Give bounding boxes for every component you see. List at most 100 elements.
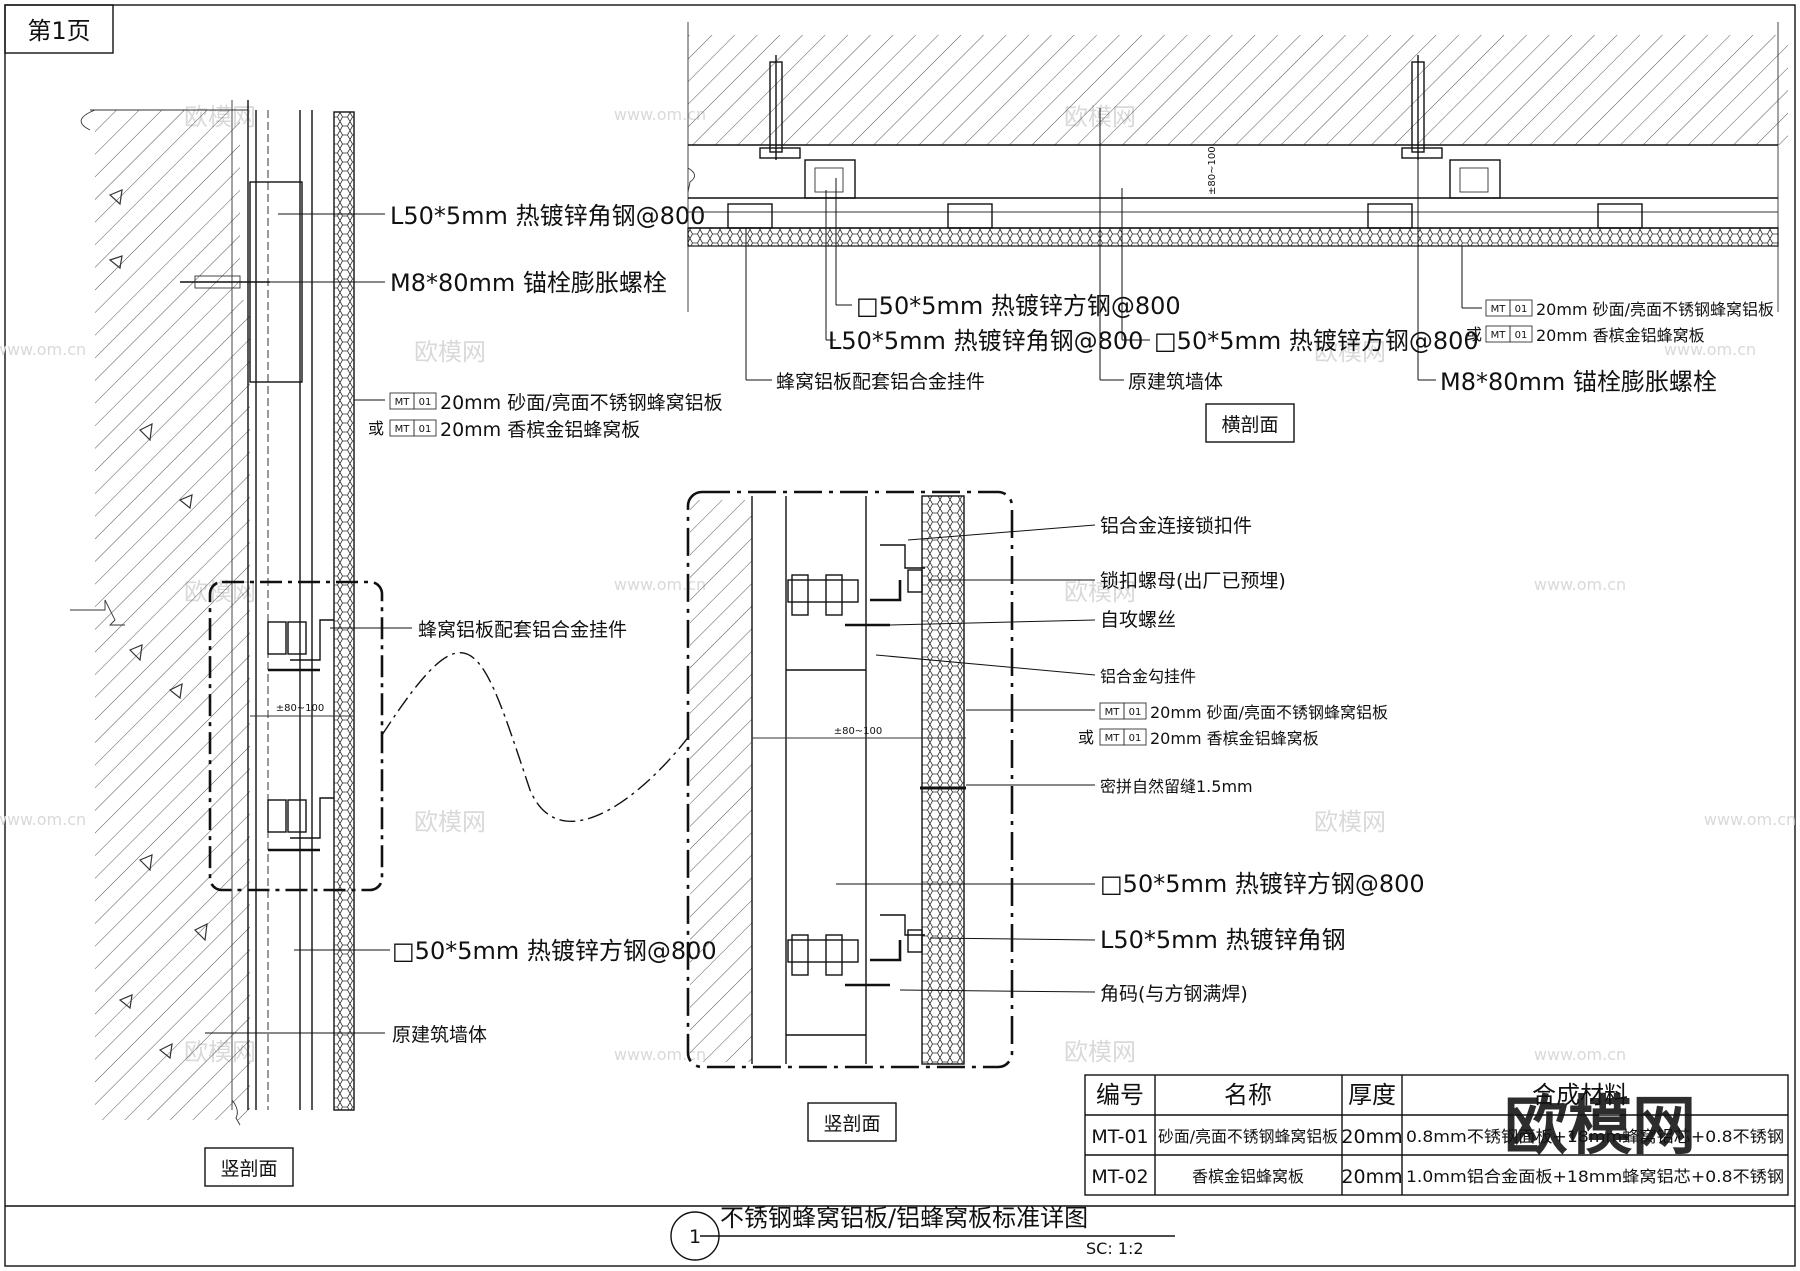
watermark-url: www.om.cn (1664, 340, 1756, 359)
label-or: 或 (1466, 325, 1482, 344)
page-frame (4, 4, 1796, 1267)
table-header-thickness: 厚度 (1348, 1081, 1396, 1109)
material-tag: MT 01 (1485, 299, 1533, 317)
honeycomb-panel (687, 227, 1779, 247)
label-corner-code: 角码(与方钢满焊) (1100, 983, 1248, 1005)
material-tag: MT 01 (1485, 325, 1533, 343)
table-cell-composite: 1.0mm铝合金面板+18mm蜂窝铝芯+0.8不锈钢 (1406, 1167, 1784, 1186)
watermark-text: 欧模网 (1314, 808, 1386, 836)
label-lock-nut: 锁扣螺母(出厂已预埋) (1100, 570, 1286, 592)
material-tag-code: MT (1105, 733, 1121, 744)
material-tag-number: 01 (1515, 304, 1528, 315)
label-original-wall: 原建筑墙体 (1128, 371, 1223, 393)
material-tag-code: MT (1105, 707, 1121, 718)
watermark-text: 欧模网 (414, 808, 486, 836)
concrete-aggregate-marks (108, 189, 208, 1060)
label-hook-clip: 铝合金勾挂件 (1100, 667, 1196, 686)
label-angle-steel: L50*5mm 热镀锌角钢 (1100, 926, 1346, 954)
wall-hatch (690, 500, 752, 1062)
clip-assembly-lower (786, 914, 925, 1036)
detail-frame (686, 490, 1014, 1069)
dimension-text: ±80~100 (276, 703, 325, 714)
table-cell-thickness: 20mm (1341, 1166, 1402, 1188)
panel-clip (1597, 203, 1643, 229)
watermark-text: 欧模网 (1314, 338, 1386, 366)
material-tag-code: MT (395, 424, 411, 435)
table-cell-code: MT-02 (1091, 1166, 1148, 1188)
vertical-section: ±80~100 L50*5mm 热镀锌角钢@800 M8*80mm 锚栓膨胀螺栓… (70, 100, 723, 1187)
label-angle-steel: L50*5mm 热镀锌角钢@800 (828, 327, 1143, 355)
label-clip: 蜂窝铝板配套铝合金挂件 (418, 619, 627, 641)
label-clip: 蜂窝铝板配套铝合金挂件 (776, 371, 985, 393)
dimension-text: ±80~100 (1207, 146, 1218, 195)
label-original-wall: 原建筑墙体 (392, 1024, 487, 1046)
wall-hatch (95, 110, 250, 1120)
leader-lines (836, 524, 1096, 993)
anchor-assembly (759, 55, 856, 199)
table-header-name: 名称 (1224, 1081, 1272, 1109)
drawing-title-bar: 1 不锈钢蜂窝铝板/铝蜂窝板标准详图 SC: 1:2 (5, 1204, 1795, 1261)
view-title-detail: 竖剖面 (823, 1113, 880, 1135)
label-anchor-bolt: M8*80mm 锚栓膨胀螺栓 (1440, 368, 1717, 396)
label-panel-mt02: 20mm 香槟金铝蜂窝板 (1536, 326, 1705, 345)
drawing-number: 1 (689, 1226, 701, 1248)
view-title-box (807, 1102, 897, 1142)
view-title-box (204, 1147, 294, 1187)
break-line (687, 167, 695, 193)
leader-lines (205, 213, 412, 1034)
material-table: 编号 名称 厚度 合成材料 MT-01 砂面/亮面不锈钢蜂窝铝板 20mm 0.… (1084, 1074, 1789, 1196)
detail-connector-curve (381, 652, 691, 822)
watermark-text: 欧模网 (1064, 1038, 1136, 1066)
brand-logo-text: 欧模网 (1504, 1090, 1696, 1164)
material-tag-code: MT (1491, 304, 1507, 315)
leader-lines (745, 108, 1482, 381)
watermark-url: www.om.cn (0, 340, 86, 359)
view-title-horizontal: 横剖面 (1221, 414, 1278, 436)
break-line (231, 1099, 241, 1126)
material-tag: MT 01 (389, 419, 437, 437)
label-anchor-bolt: M8*80mm 锚栓膨胀螺栓 (390, 269, 667, 297)
material-tag-number: 01 (419, 424, 432, 435)
panel-clip (727, 203, 773, 229)
material-tag-number: 01 (1515, 330, 1528, 341)
wall-hatch (688, 35, 1788, 145)
material-tag: MT 01 (1099, 702, 1147, 720)
label-lock-fastener: 铝合金连接锁扣件 (1100, 515, 1252, 537)
watermark-url: www.om.cn (0, 810, 86, 829)
material-tag-code: MT (1491, 330, 1507, 341)
view-title-box (1205, 403, 1295, 443)
label-or: 或 (368, 419, 384, 438)
drawing-title: 不锈钢蜂窝铝板/铝蜂窝板标准详图 (720, 1204, 1088, 1232)
table-cell-name: 砂面/亮面不锈钢蜂窝铝板 (1158, 1127, 1338, 1146)
aluminum-clip (267, 797, 334, 852)
table-cell-code: MT-01 (1091, 1126, 1148, 1148)
label-joint-gap: 密拼自然留缝1.5mm (1100, 777, 1253, 796)
material-tag-number: 01 (1129, 707, 1142, 718)
material-tag-number: 01 (419, 397, 432, 408)
detail-enlargement: ±80~100 (686, 490, 1425, 1142)
table-header-code: 编号 (1096, 1081, 1144, 1109)
label-panel-mt01: 20mm 砂面/亮面不锈钢蜂窝铝板 (1536, 300, 1774, 319)
watermark-url: www.om.cn (614, 575, 706, 594)
watermarks: 欧模网 欧模网 欧模网 欧模网 欧模网 欧模网 欧模网 欧模网 欧模网 欧模网 … (0, 103, 1796, 1066)
material-tag: MT 01 (1099, 728, 1147, 746)
label-or: 或 (1078, 728, 1094, 747)
label-angle-steel: L50*5mm 热镀锌角钢@800 (390, 202, 705, 230)
horizontal-section: ±80~100 □50*5mm 热镀锌方钢@800 L50*5mm 热镀锌角钢@… (687, 22, 1788, 443)
table-header-composite: 合成材料 (1532, 1081, 1628, 1109)
watermark-url: www.om.cn (614, 1045, 706, 1064)
label-square-tube: □50*5mm 热镀锌方钢@800 (392, 937, 717, 965)
label-panel-mt02: 20mm 香槟金铝蜂窝板 (1150, 729, 1319, 748)
view-title-vertical: 竖剖面 (220, 1158, 277, 1180)
material-tag-number: 01 (1129, 733, 1142, 744)
honeycomb-panel (921, 495, 965, 1065)
label-square-tube: □50*5mm 热镀锌方钢@800 (1100, 870, 1425, 898)
table-cell-composite: 0.8mm不锈钢面板+18mm蜂窝铝芯+0.8不锈钢 (1406, 1127, 1784, 1146)
label-panel-mt01: 20mm 砂面/亮面不锈钢蜂窝铝板 (440, 392, 723, 414)
drawing-scale: SC: 1:2 (1086, 1239, 1144, 1258)
label-panel-mt01: 20mm 砂面/亮面不锈钢蜂窝铝板 (1150, 703, 1388, 722)
watermark-url: www.om.cn (614, 105, 706, 124)
break-line (80, 109, 96, 131)
watermark-url: www.om.cn (1534, 575, 1626, 594)
